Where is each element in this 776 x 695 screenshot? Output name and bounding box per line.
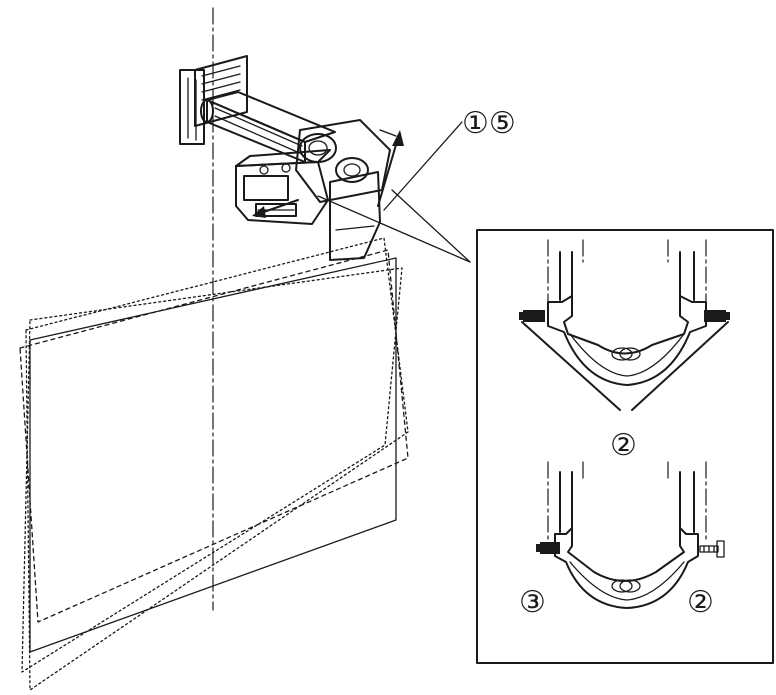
lower-detail-clamp [536, 461, 725, 609]
adjust-arrows [252, 129, 404, 218]
screw-fitted-icon [540, 542, 560, 554]
arrow-up-icon [392, 130, 404, 146]
callout-lower-left-label: ③ [519, 585, 546, 620]
screw-left-icon [523, 310, 545, 322]
projection-screen-dashed [19, 249, 409, 623]
projection-screen-dotted [21, 267, 403, 673]
upper-detail-clamp [519, 239, 730, 411]
leader-line-detail-1 [391, 189, 471, 263]
leader-line-detail-2 [317, 195, 471, 263]
callout-upper-panel-label: ② [610, 428, 637, 463]
detail-inset-box [476, 229, 774, 664]
screw-right-icon [704, 310, 726, 322]
wall-bracket [179, 55, 248, 145]
projection-screen-group [19, 237, 409, 691]
callout-top-label: ①⑤ [462, 106, 516, 141]
arrow-left-icon [252, 206, 266, 218]
projection-screen-dotted-2 [25, 237, 409, 691]
projector-body [235, 149, 331, 225]
screw-loose-icon [699, 540, 725, 558]
callout-lower-right-label: ② [687, 585, 714, 620]
